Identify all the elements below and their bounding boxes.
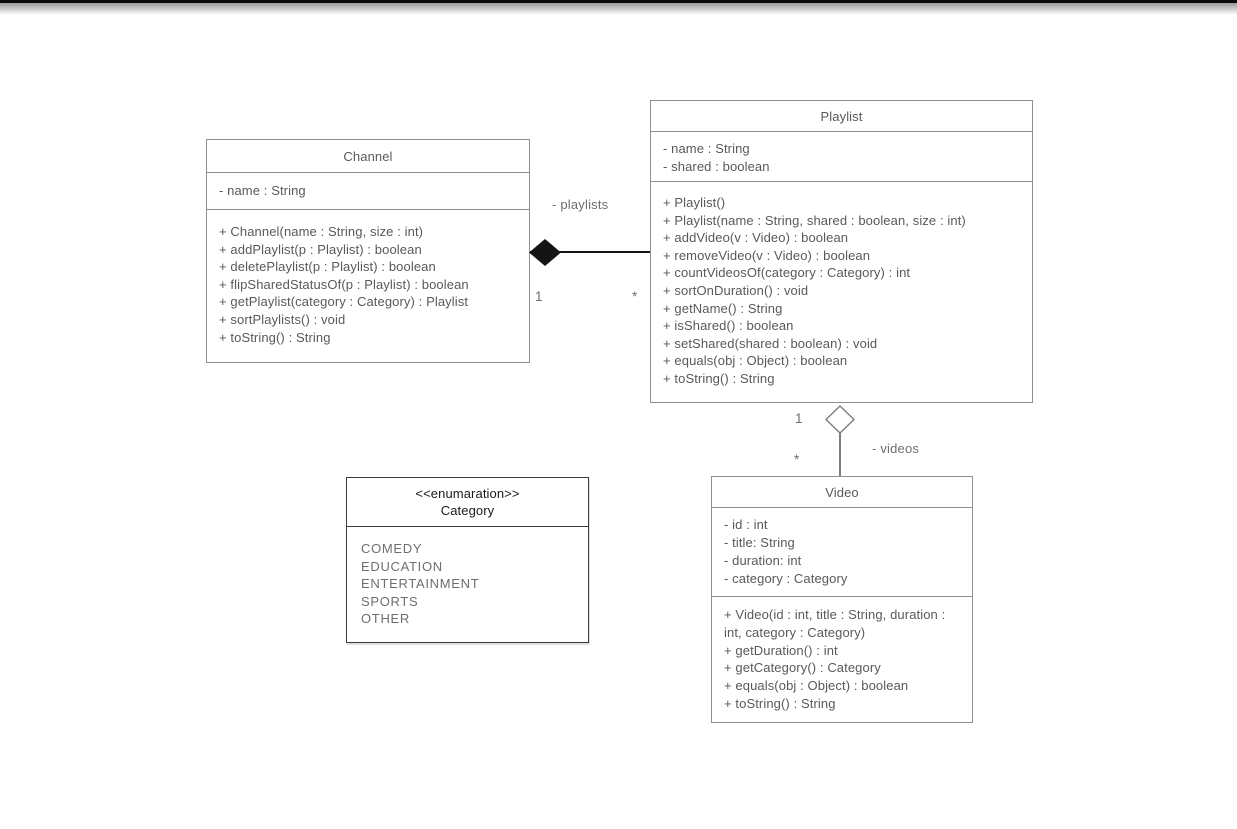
composition-diamond-icon: [529, 239, 561, 266]
class-attributes-video: - id : int - title: String - duration: int…: [712, 508, 972, 597]
enum-name: Category: [440, 503, 495, 518]
aggregation-diamond-icon: [825, 405, 855, 434]
method-line: + getPlaylist(category : Category) : Pla…: [219, 294, 469, 310]
class-attributes-playlist: - name : String - shared : boolean: [651, 132, 1032, 182]
aggregation-multiplicity-source: 1: [795, 411, 803, 426]
method-line: + sortPlaylists() : void: [219, 311, 346, 327]
attribute-line: - title: String: [724, 535, 795, 550]
method-line: + flipSharedStatusOf(p : Playlist) : boo…: [219, 276, 469, 292]
method-line: + countVideosOf(category : Category) : i…: [663, 265, 911, 281]
class-title-playlist: Playlist: [651, 101, 1032, 132]
method-line: + getDuration() : int: [724, 642, 838, 658]
method-line: + equals(obj : Object) : boolean: [663, 353, 848, 369]
method-line: + Channel(name : String, size : int): [219, 224, 424, 239]
method-line: + Playlist(name : String, shared : boole…: [663, 212, 966, 228]
window-top-shadow: [0, 3, 1237, 15]
method-line: + toString() : String: [663, 370, 775, 386]
class-box-video: Video - id : int - title: String - duratio…: [711, 476, 973, 723]
aggregation-line: [839, 430, 841, 476]
method-line: + getName() : String: [663, 300, 783, 316]
class-methods-channel: + Channel(name : String, size : int) + ad…: [207, 210, 529, 346]
class-methods-playlist: + Playlist() + Playlist(name : String, sh…: [651, 182, 1032, 388]
enum-value-line: COMEDY: [361, 541, 423, 556]
aggregation-multiplicity-target: *: [794, 452, 800, 467]
window-top-edge: [0, 0, 1237, 3]
attribute-line: - shared : boolean: [663, 158, 770, 174]
enum-value-line: EDUCATION: [361, 558, 443, 574]
class-attributes-channel: - name : String: [207, 173, 529, 210]
method-line: + isShared() : boolean: [663, 318, 794, 334]
enum-value-line: ENTERTAINMENT: [361, 576, 480, 592]
aggregation-role-label: - videos: [872, 441, 920, 456]
method-line: + removeVideo(v : Video) : boolean: [663, 247, 871, 263]
enum-value-line: OTHER: [361, 611, 410, 627]
enum-title-category: <<enumaration>> Category: [347, 478, 588, 527]
method-line: + Playlist(): [663, 195, 726, 210]
class-box-playlist: Playlist - name : String - shared : boole…: [650, 100, 1033, 403]
attribute-line: - name : String: [219, 183, 306, 198]
enum-box-category: <<enumaration>> Category COMEDY EDUCATION…: [346, 477, 589, 643]
composition-multiplicity-target: *: [632, 289, 638, 304]
class-title-video: Video: [712, 477, 972, 508]
method-line: + equals(obj : Object) : boolean: [724, 678, 909, 694]
attribute-line: - id : int: [724, 517, 768, 532]
class-title-channel: Channel: [207, 140, 529, 173]
attribute-line: - name : String: [663, 141, 750, 156]
method-line: + sortOnDuration() : void: [663, 282, 809, 298]
composition-role-label: - playlists: [552, 197, 609, 212]
attribute-line: - category : Category: [724, 571, 848, 586]
method-line: + getCategory() : Category: [724, 660, 881, 676]
class-box-channel: Channel - name : String + Channel(name :…: [206, 139, 530, 363]
method-line: + setShared(shared : boolean) : void: [663, 335, 878, 351]
attribute-line: - duration: int: [724, 553, 802, 568]
method-line: + addPlaylist(p : Playlist) : boolean: [219, 241, 422, 257]
method-line: + toString() : String: [724, 695, 836, 711]
composition-multiplicity-source: 1: [535, 289, 543, 304]
enum-value-line: SPORTS: [361, 593, 419, 609]
composition-line: [530, 251, 650, 253]
enum-stereotype: <<enumaration>>: [415, 486, 520, 501]
method-line: + toString() : String: [219, 329, 331, 345]
method-line: + addVideo(v : Video) : boolean: [663, 230, 849, 246]
method-line: + deletePlaylist(p : Playlist) : boolean: [219, 259, 436, 275]
class-methods-video: + Video(id : int, title : String, durati…: [712, 597, 972, 713]
method-line: + Video(id : int, title : String, durati…: [724, 607, 950, 640]
